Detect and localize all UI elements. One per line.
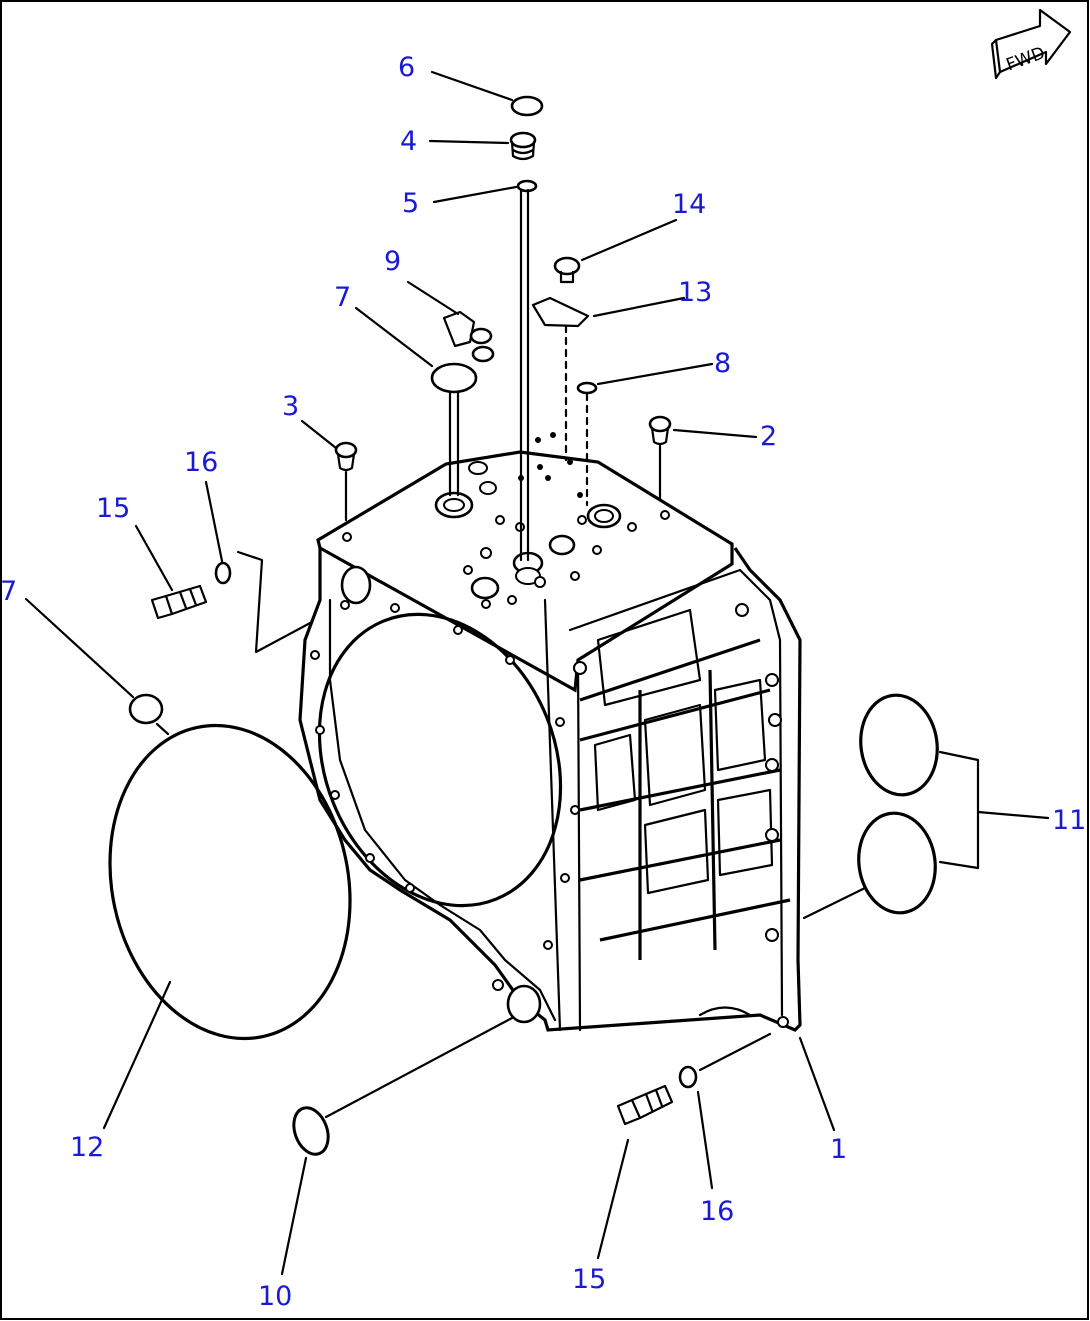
- part-4-plug: [509, 131, 537, 161]
- callout-2: 2: [760, 421, 777, 452]
- callout-9: 9: [384, 246, 401, 277]
- part-16-washer-right: [678, 1065, 698, 1089]
- part-9-fitting: [442, 310, 495, 363]
- transmission-case-housing: [298, 432, 802, 1032]
- main-bore-opening: [317, 612, 563, 908]
- callout-6: 6: [398, 52, 415, 83]
- callout-15-bottom: 15: [572, 1264, 606, 1295]
- part-7-o-ring-upper: [430, 362, 478, 394]
- part-14-breather: [553, 256, 581, 284]
- callout-labels: 1 2 3 4 5 6 7 7 8 9 10 11 12 13 14 15 15…: [0, 52, 1086, 1312]
- leader-lines: [24, 70, 1050, 1276]
- fwd-direction-icon: FWD: [990, 8, 1072, 80]
- part-12-gasket: [108, 723, 352, 1041]
- part-13-plate: [531, 296, 590, 328]
- callout-14: 14: [672, 189, 706, 220]
- part-11-o-ring-lower: [857, 811, 937, 915]
- callout-4: 4: [400, 126, 417, 157]
- part-6-o-ring: [510, 95, 544, 117]
- part-3-plug: [334, 441, 358, 522]
- fwd-label: FWD: [1004, 43, 1048, 75]
- callout-3: 3: [282, 391, 299, 422]
- callout-12: 12: [70, 1132, 104, 1163]
- callout-5: 5: [402, 188, 419, 219]
- part-8-o-ring: [576, 381, 598, 395]
- part-2-plug: [648, 415, 672, 502]
- callout-13: 13: [678, 277, 712, 308]
- callout-1: 1: [830, 1134, 847, 1165]
- callout-11: 11: [1052, 805, 1086, 836]
- part-5-tube: [519, 188, 530, 562]
- part-11-o-ring-upper: [859, 693, 939, 797]
- callout-7-left: 7: [0, 576, 17, 607]
- callout-16-bottom: 16: [700, 1196, 734, 1227]
- callout-16-left: 16: [184, 447, 218, 478]
- callout-8: 8: [714, 348, 731, 379]
- callout-10: 10: [258, 1281, 292, 1312]
- callout-15-left: 15: [96, 493, 130, 524]
- part-16-washer-left: [214, 561, 232, 585]
- part-10-o-ring: [292, 1106, 330, 1156]
- callout-7-top: 7: [334, 282, 351, 313]
- part-15-bolt-right: [616, 1084, 674, 1126]
- part-7-o-ring-left: [128, 693, 164, 725]
- part-15-bolt-left: [150, 584, 208, 620]
